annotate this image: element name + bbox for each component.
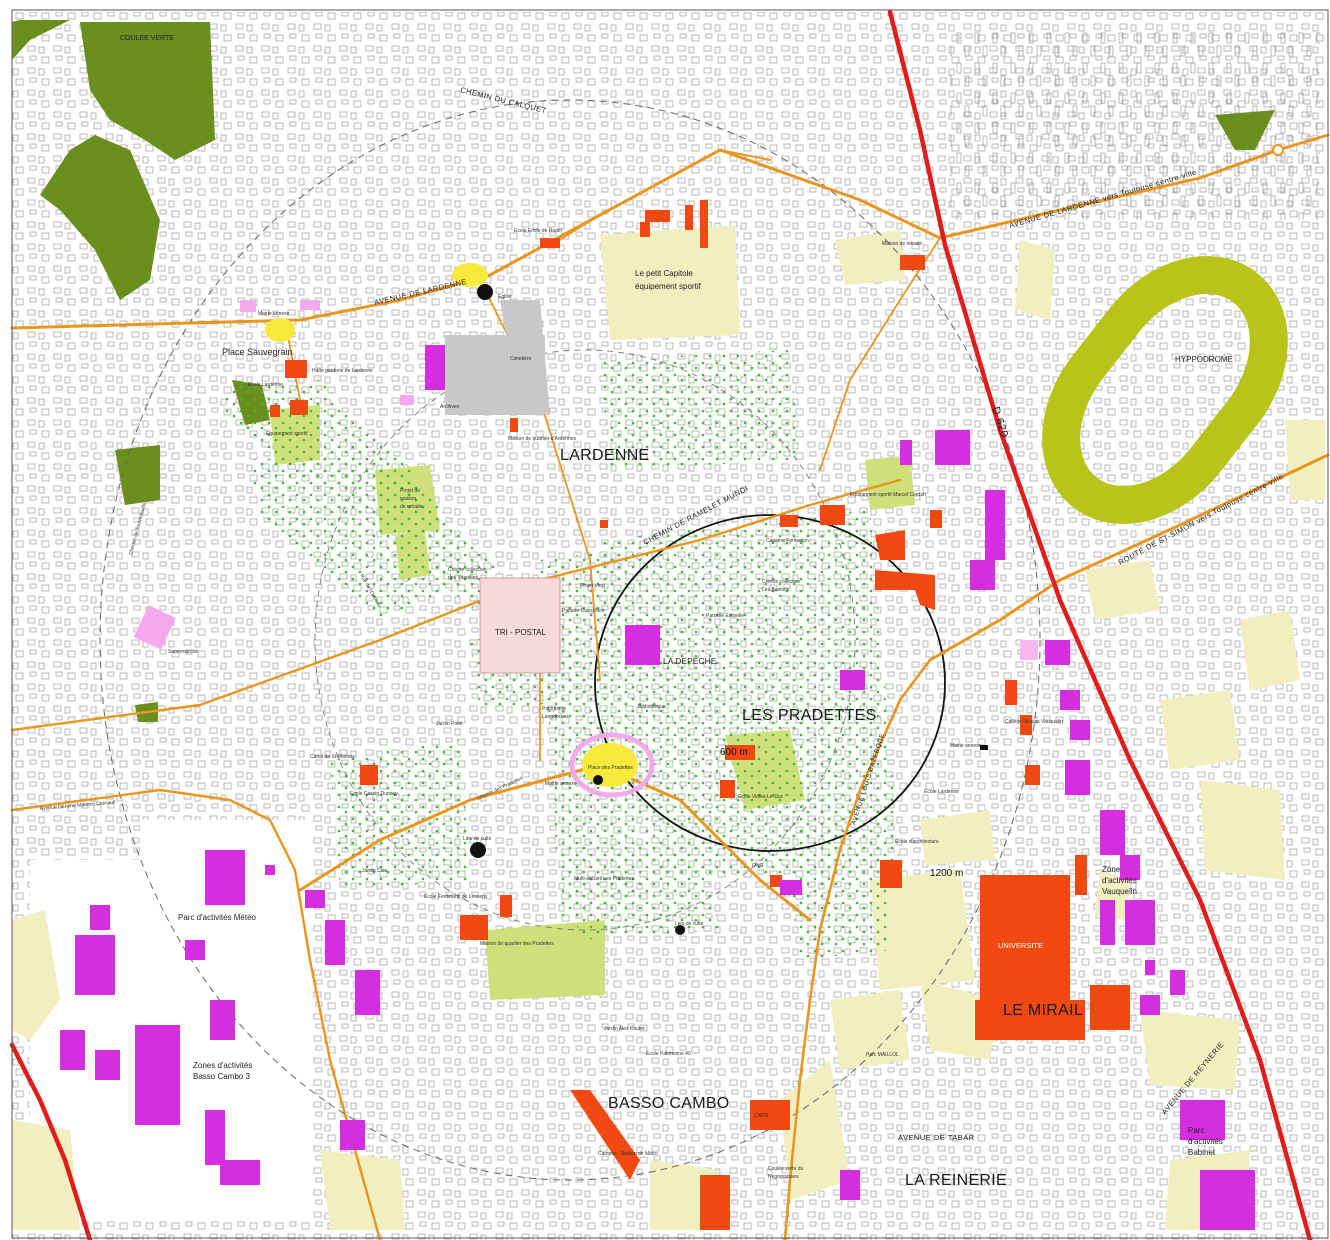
route-de-st-simon <box>928 453 1330 662</box>
poi-multi-accueil: Multi-accueil Les Pradettes <box>574 876 635 882</box>
poi-campus-metro: Campus - Station de Métro <box>598 1151 658 1157</box>
poi-equipement-cerdan: Equipement sportif Marcel Cerdan <box>850 492 926 498</box>
open-spaces <box>12 225 1325 1230</box>
poi-supermarche: Supermarché <box>168 649 198 655</box>
poi-maison-quartier-pradettes: Maison de quartier des Pradettes <box>480 941 554 947</box>
activity-zones <box>60 345 1255 1230</box>
poi-labels: Ecole Emile de Rodel Maison de retraite … <box>40 228 1064 1180</box>
poi-mairie-annexe: Mairie annexe <box>258 311 290 317</box>
district-la-reinerie: LA REINERIE <box>905 1172 1007 1189</box>
poi-ecole-cassin: Ecole Cassin Dupouy <box>350 791 398 797</box>
district-labels: LARDENNE LES PRADETTES BASSO CAMBO LA RE… <box>560 447 1083 1189</box>
avenue-de-lardenne <box>10 133 1330 330</box>
distance-1200m: 1200 m <box>930 868 963 879</box>
poi-ecole-architecture: Ecole d'architecture <box>895 839 939 845</box>
chemin-du-calquet <box>719 149 771 161</box>
place-labels: COULEE VERTE Place Sauvegrain Le petit C… <box>120 35 1233 1157</box>
label-parc-meteo: Parc d'activités Météo <box>178 913 257 922</box>
label-hippodrome: HYPPODROME <box>1175 355 1233 364</box>
pradettes-focus-circle <box>594 514 946 852</box>
label-vauquelin-2: d'activités <box>1102 876 1137 885</box>
plazas-and-special <box>133 263 1038 935</box>
poi-parcelle-estivelle: Parcelle Estivelle <box>706 613 744 619</box>
poi-bibliotheque: Bibliothèque <box>638 704 666 710</box>
distance-labels: 600 m 1200 m <box>720 747 963 879</box>
district-le-mirail: LE MIRAIL <box>1003 1002 1083 1019</box>
label-basso-cambo-3: Basso Cambo 3 <box>193 1072 250 1081</box>
label-universite: UNIVERSITE <box>998 941 1043 950</box>
poi-jardin-potie: Jardin Potié <box>436 721 463 727</box>
poi-ecole-ferdinand: Ecole Ferdinand de Lesseps <box>424 894 488 900</box>
poi-parc-maillol: Parc MAILLOL <box>866 1052 899 1058</box>
label-vauquelin-1: Zone <box>1102 865 1121 874</box>
avenue-louis-bazerque <box>783 658 932 1240</box>
district-les-pradettes: LES PRADETTES <box>742 707 877 724</box>
poi-lieu-culte-2: Lieu de culte <box>675 921 704 927</box>
poi-creche-pradettes-1: Crèche collective <box>762 579 800 585</box>
poi-creche-vitarelles-2: des Vitarelles <box>448 575 478 581</box>
label-vauquelin-3: Vauquelin <box>1102 887 1137 896</box>
chemin-lardenne-ne <box>559 214 601 241</box>
poi-ecole-viollet: Ecole Viollet-Le-Duc <box>738 794 784 800</box>
poi-mairie-annexe-3: Mairie annexe <box>950 743 982 749</box>
label-zones-activites: Zones d'activités <box>193 1061 252 1070</box>
poi-halte-garderie: Halte garderie de Lardenne <box>312 368 373 374</box>
road-network <box>9 9 1330 1240</box>
district-basso-cambo: BASSO CAMBO <box>608 1095 730 1112</box>
poi-coulee-negogousses-2: Negogousses <box>768 1174 799 1180</box>
poi-cnrs: CNRS <box>754 1113 769 1119</box>
d620-highway <box>887 9 1313 1240</box>
poi-projet-vinci: Projet Vinci <box>580 583 605 589</box>
poi-coulee-negogousses-1: Coulée verte du <box>768 1166 804 1172</box>
poi-emile-rodel: Ecole Emile de Rodel <box>514 228 562 234</box>
poi-college-vauquelin: Collège Nicolas Vauquelin <box>1005 719 1063 725</box>
highway-south-west <box>9 1042 93 1240</box>
roundabout-marker <box>1272 144 1284 156</box>
district-lardenne: LARDENNE <box>560 447 650 464</box>
map-frame <box>11 9 1329 1239</box>
poi-panade: Panade Ouest Noir <box>562 608 605 614</box>
label-babinet-2: d'activités <box>1188 1137 1223 1146</box>
distance-600m: 600 m <box>720 747 748 758</box>
poi-jardin-alex: Jardin Alex Coutet <box>604 1026 645 1032</box>
poi-jardin-clos: Jardin Clos <box>362 868 388 874</box>
poi-creche-vitarelles-1: Crèche collective <box>448 567 486 573</box>
poi-maison-retraite: Maison de retraite <box>882 241 922 247</box>
poi-patrimoine-2: Langdocien <box>542 714 568 720</box>
label-tri-postal: TRI - POSTAL <box>495 628 547 637</box>
poi-patrimoine-1: Patrimoine <box>542 706 566 712</box>
poi-ecole-lardenne-2: Ecole Lardenne <box>924 789 959 795</box>
poi-cimetiere: Cimetière <box>510 356 532 362</box>
wooded-parks <box>12 20 1275 722</box>
label-equipement-sportif: équipement sportif <box>635 282 702 291</box>
label-coulee-verte: COULEE VERTE <box>120 35 174 42</box>
poi-ecole-lardenne: Ecole Lardenne <box>248 382 283 388</box>
poi-projet-retraite-2: maison <box>400 496 416 502</box>
poi-capsere: Capsère Formation <box>766 538 809 544</box>
poi-canal-st-martory: Canal de St-Martory <box>310 754 355 760</box>
label-place-sauvegrain: Place Sauvegrain <box>222 347 293 357</box>
poi-mairie-annexe-2: Mairie annexe <box>545 781 577 787</box>
label-la-depeche: LA DEPECHE <box>663 656 717 666</box>
poi-projet-retraite-1: Projet de <box>400 488 420 494</box>
label-babinet-1: Parc <box>1188 1126 1204 1135</box>
poi-maison-quartier-lardenne: Maison de quartier d'Ardennes <box>508 436 576 442</box>
poi-place-pradettes: Place des Pradettes <box>588 765 633 771</box>
poi-equipement-sportif: Equipement sportif <box>266 431 308 437</box>
public-equipment <box>270 200 1130 1230</box>
hippodrome-track <box>1042 256 1288 524</box>
label-petit-capitole: Le petit Capitole <box>635 269 693 278</box>
poi-ong: ONG <box>752 863 764 869</box>
poi-creche-pradettes-2: Les Bastiers <box>762 587 790 593</box>
walking-radius-rings <box>99 99 1041 1181</box>
poi-lieu-culte-1: Lieu de culte <box>463 836 492 842</box>
poi-ecole-patrimoine: Ecole Patrimoine 40 <box>646 1051 691 1057</box>
label-avenue-de-tabar: AVENUE DE TABAR <box>898 1133 975 1142</box>
poi-archives: Archives <box>440 404 460 410</box>
poi-projet-retraite-3: de retraite <box>400 504 423 510</box>
label-babinet-3: Babinet <box>1188 1148 1216 1157</box>
poi-eglise: Eglise <box>498 294 512 300</box>
